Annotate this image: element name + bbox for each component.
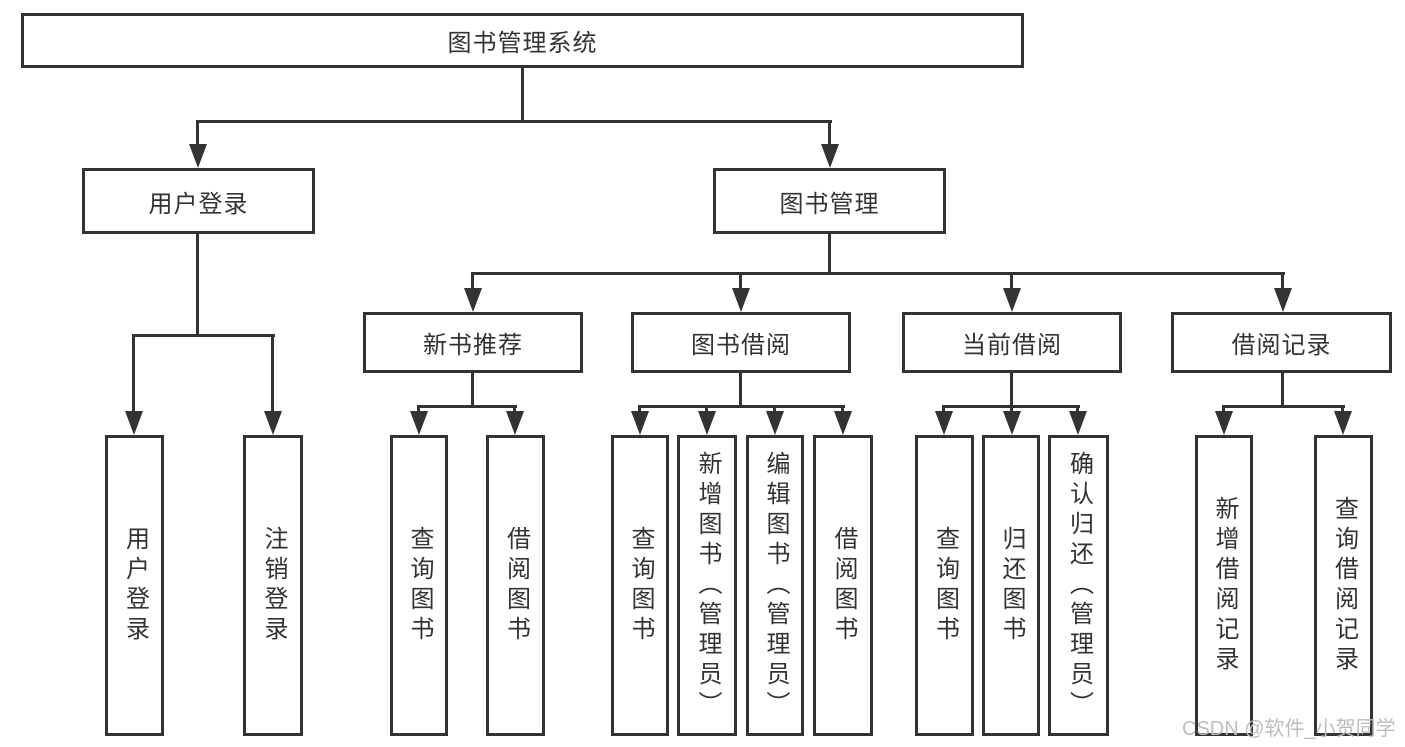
node-new-book-recommend-label: 新书推荐 <box>423 332 523 359</box>
leaf-query-borrow-record: 查询借阅记录 <box>1314 435 1373 736</box>
leaf-add-books-admin-label: 新增图书（管理员） <box>694 450 721 721</box>
arrowhead-down-icon <box>410 405 428 435</box>
connector-book-borrow-stem <box>739 373 742 408</box>
leaf-query-books-current: 查询图书 <box>915 435 974 736</box>
arrowhead-down-icon <box>631 405 649 435</box>
arrowhead-down-icon <box>189 120 207 168</box>
arrowhead-down-icon <box>506 405 524 435</box>
arrowhead-down-icon <box>1069 405 1087 435</box>
arrowhead-down-icon <box>1003 405 1021 435</box>
connector-book-borrow-bus <box>638 405 845 408</box>
leaf-query-books-borrow: 查询图书 <box>611 435 669 736</box>
node-user-login: 用户登录 <box>82 168 315 234</box>
node-borrow-record-label: 借阅记录 <box>1231 332 1332 359</box>
leaf-logout-label: 注销登录 <box>260 525 287 646</box>
arrowhead-down-icon <box>1003 272 1021 312</box>
arrowhead-down-icon <box>935 405 953 435</box>
leaf-user-login: 用户登录 <box>105 435 164 736</box>
leaf-confirm-return-admin-label: 确认归还（管理员） <box>1065 450 1093 721</box>
arrowhead-down-icon <box>766 405 784 435</box>
connector-user-login-stem <box>196 234 199 337</box>
connector-new-book-stem <box>471 373 474 408</box>
csdn-watermark: CSDN @软件_小贺同学 <box>1182 718 1396 740</box>
leaf-return-books: 归还图书 <box>982 435 1040 736</box>
node-book-management: 图书管理 <box>713 168 946 234</box>
node-book-borrow: 图书借阅 <box>631 312 851 373</box>
leaf-borrow-books-recommend: 借阅图书 <box>486 435 545 736</box>
leaf-confirm-return-admin: 确认归还（管理员） <box>1048 435 1109 736</box>
leaf-logout: 注销登录 <box>243 435 303 736</box>
leaf-edit-books-admin-label: 编辑图书（管理员） <box>762 450 789 721</box>
arrowhead-down-icon <box>464 272 482 312</box>
leaf-borrow-books-label: 借阅图书 <box>830 525 857 646</box>
leaf-borrow-books: 借阅图书 <box>813 435 873 736</box>
leaf-user-login-label: 用户登录 <box>121 525 149 646</box>
node-root: 图书管理系统 <box>21 13 1024 68</box>
arrowhead-down-icon <box>732 272 750 312</box>
arrowhead-down-icon <box>1334 405 1352 435</box>
arrowhead-down-icon <box>264 334 282 435</box>
leaf-query-books-recommend-label: 查询图书 <box>406 525 433 646</box>
node-new-book-recommend: 新书推荐 <box>363 312 583 373</box>
node-current-borrow-label: 当前借阅 <box>962 332 1062 359</box>
leaf-edit-books-admin: 编辑图书（管理员） <box>746 435 804 736</box>
connector-user-login-bus <box>132 334 275 337</box>
leaf-add-books-admin: 新增图书（管理员） <box>677 435 737 736</box>
connector-book-management-bus <box>471 272 1285 275</box>
leaf-query-books-borrow-label: 查询图书 <box>627 525 654 646</box>
connector-book-management-stem <box>828 234 831 275</box>
node-root-label: 图书管理系统 <box>447 30 598 57</box>
arrowhead-down-icon <box>834 405 852 435</box>
arrowhead-down-icon <box>821 120 839 168</box>
leaf-add-borrow-record-label: 新增借阅记录 <box>1211 495 1238 676</box>
leaf-query-borrow-record-label: 查询借阅记录 <box>1330 495 1358 676</box>
leaf-query-books-current-label: 查询图书 <box>931 525 959 646</box>
connector-new-book-bus <box>417 405 517 408</box>
node-book-management-label: 图书管理 <box>779 190 880 218</box>
leaf-add-borrow-record: 新增借阅记录 <box>1195 435 1253 736</box>
connector-borrow-record-stem <box>1281 373 1284 408</box>
connector-root-bus <box>196 120 832 123</box>
leaf-borrow-books-recommend-label: 借阅图书 <box>502 525 530 646</box>
leaf-return-books-label: 归还图书 <box>998 525 1025 646</box>
arrowhead-down-icon <box>125 334 143 435</box>
arrowhead-down-icon <box>1274 272 1292 312</box>
node-book-borrow-label: 图书借阅 <box>691 332 791 359</box>
node-current-borrow: 当前借阅 <box>902 312 1122 373</box>
node-borrow-record: 借阅记录 <box>1171 312 1392 373</box>
leaf-query-books-recommend: 查询图书 <box>390 435 448 736</box>
connector-root-stem <box>521 68 524 121</box>
connector-borrow-record-bus <box>1222 405 1345 408</box>
arrowhead-down-icon <box>1215 405 1233 435</box>
arrowhead-down-icon <box>698 405 716 435</box>
node-user-login-label: 用户登录 <box>148 190 249 218</box>
connector-current-borrow-stem <box>1010 373 1013 408</box>
